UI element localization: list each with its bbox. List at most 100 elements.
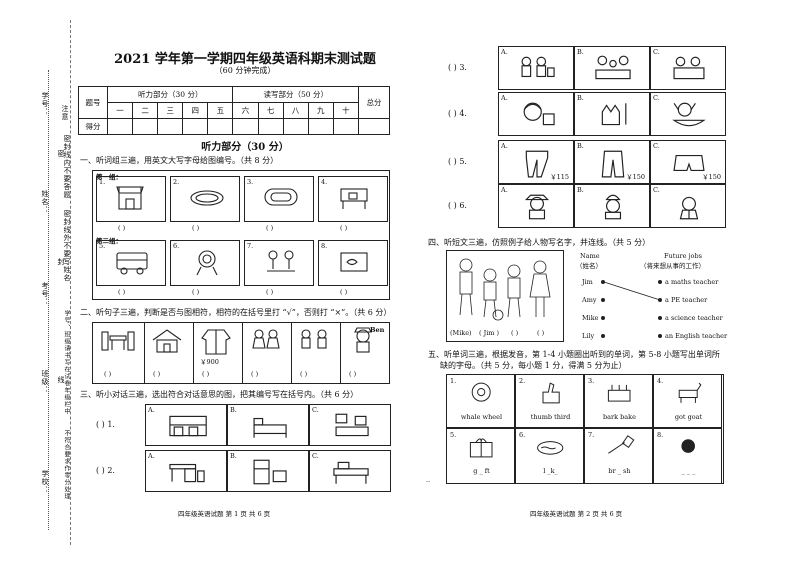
trousers-icon (601, 150, 625, 178)
q3-option-cell[interactable]: C.￥150 (650, 140, 726, 184)
score-cell[interactable] (307, 118, 334, 135)
q1-box: 第一组： 第二组： (92, 170, 390, 300)
q2-answer-blank[interactable]: ( ) (251, 370, 259, 378)
q5-words[interactable]: whale wheel (460, 413, 503, 421)
shorts-icon (673, 154, 705, 172)
q5-words[interactable]: got goat (674, 413, 703, 421)
score-cell[interactable] (157, 118, 184, 135)
seal-char-1: 密 (57, 150, 65, 158)
q3-answer-number[interactable]: ( ) 3. (448, 63, 467, 72)
q4-job-dot[interactable] (658, 334, 662, 338)
q3-price: ￥115 (550, 173, 569, 181)
score-cell[interactable] (182, 118, 209, 135)
q4-title: 四、听短文三遍，仿照例子给人物写名字，并连线。（共 5 分） (428, 238, 651, 247)
q3-option-cell[interactable]: C. (309, 450, 391, 492)
q1-answer-blank[interactable]: ( ) (192, 224, 200, 232)
q3-option-letter: A. (501, 48, 508, 56)
score-cell[interactable] (282, 118, 309, 135)
q3-option-cell[interactable]: B. (574, 46, 650, 90)
q4-name: Lily (582, 332, 595, 340)
q5-title-line1: 五、听单词三遍，根据发音，第 1-4 小题圈出听到的单词，第 5-8 小题写出单… (428, 350, 720, 359)
man-cap-icon (354, 327, 372, 353)
q3-option-cell[interactable]: A. (498, 184, 574, 228)
q3-answer-number[interactable]: ( ) 6. (448, 201, 467, 210)
q4-job-dot[interactable] (658, 298, 662, 302)
q1-item-number: 7. (247, 242, 254, 250)
q4-name-dot[interactable] (601, 298, 605, 302)
q5-words[interactable]: l _k_ (543, 467, 558, 475)
class-label: 班级： (41, 370, 49, 394)
q1-cell: 6. (170, 240, 240, 286)
goat-icon (678, 382, 702, 403)
q3-option-cell[interactable]: B. (227, 404, 309, 446)
score-cell[interactable] (207, 118, 234, 135)
score-cell[interactable] (132, 118, 159, 135)
q3-option-cell[interactable]: B.￥150 (574, 140, 650, 184)
q3-option-cell[interactable]: B. (574, 184, 650, 228)
notice-line-2: 密封线外不要写姓名 (63, 210, 71, 282)
q4-job-dot[interactable] (658, 280, 662, 284)
q5-words[interactable]: thumb third (530, 413, 571, 421)
q2-picture (149, 326, 189, 360)
q1-answer-blank[interactable]: ( ) (340, 288, 348, 296)
q1-answer-blank[interactable]: ( ) (118, 288, 126, 296)
q5-words[interactable]: g _ ft (473, 467, 490, 475)
q1-answer-blank[interactable]: ( ) (118, 224, 126, 232)
q3-answer-number[interactable]: ( ) 5. (448, 157, 467, 166)
score-cell[interactable] (106, 118, 134, 135)
q2-answer-blank[interactable]: ( ) (300, 370, 308, 378)
q3-option-cell[interactable]: C. (650, 92, 726, 136)
q5-words[interactable]: _ _ _ (681, 467, 696, 475)
q3-option-cell[interactable]: B. (227, 450, 309, 492)
q1-item-number: 2. (173, 178, 180, 186)
q3-option-cell[interactable]: A. (145, 404, 227, 446)
q2-answer-blank[interactable]: ( ) (202, 370, 210, 378)
q3-option-cell[interactable]: A. (498, 92, 574, 136)
q1-answer-blank[interactable]: ( ) (340, 224, 348, 232)
q3-option-cell[interactable]: C. (650, 184, 726, 228)
q1-answer-blank[interactable]: ( ) (192, 288, 200, 296)
cook-icon (604, 194, 622, 220)
q3-option-letter: A. (501, 142, 508, 150)
house-icon (152, 329, 182, 353)
q1-cell: 7. (244, 240, 314, 286)
q3-answer-number[interactable]: ( ) 1. (96, 420, 115, 429)
q4-job-dot[interactable] (658, 316, 662, 320)
q2-answer-blank[interactable]: ( ) (153, 370, 161, 378)
q2-answer-blank[interactable]: ( ) (349, 370, 357, 378)
q2-answer-blank[interactable]: ( ) (104, 370, 112, 378)
lake-icon (537, 441, 564, 455)
pic-label-blank[interactable]: ( ) (537, 329, 545, 337)
fish-tank-icon (340, 252, 368, 272)
q5-words[interactable]: bark bake (603, 413, 636, 421)
q4-name-dot[interactable] (601, 334, 605, 338)
name-label: 姓名： (41, 190, 49, 214)
q4-name-dot[interactable] (601, 280, 605, 284)
score-cell[interactable] (232, 118, 259, 135)
q5-words[interactable]: br _ sh (608, 467, 631, 475)
q3-option-cell[interactable]: B. (574, 92, 650, 136)
q3-answer-number[interactable]: ( ) 2. (96, 466, 115, 475)
stray-mark: .. (426, 476, 431, 484)
kids-playing-icon (267, 250, 295, 272)
q3-answer-number[interactable]: ( ) 4. (448, 109, 467, 118)
q3-option-cell[interactable]: C. (309, 404, 391, 446)
q4-name: Jim (582, 278, 593, 286)
thumb-icon (542, 382, 560, 404)
q3-option-cell[interactable]: A. (498, 46, 574, 90)
tyre-icon (471, 382, 491, 402)
q3-option-cell[interactable]: A. ￥115 (498, 140, 574, 184)
q1-answer-blank[interactable]: ( ) (266, 288, 274, 296)
q3-option-cell[interactable]: C. (650, 46, 726, 90)
living-room-icon (335, 413, 369, 437)
brush-icon (608, 435, 635, 454)
number-cell: 三 (157, 102, 184, 119)
q3-option-cell[interactable]: A. (145, 450, 227, 492)
q4-name-dot[interactable] (601, 316, 605, 320)
fill-line[interactable] (48, 70, 49, 530)
score-cell[interactable] (358, 118, 390, 135)
q1-answer-blank[interactable]: ( ) (266, 224, 274, 232)
score-cell[interactable] (332, 118, 360, 135)
score-cell[interactable] (257, 118, 284, 135)
pic-label-blank[interactable]: ( ) (511, 329, 519, 337)
